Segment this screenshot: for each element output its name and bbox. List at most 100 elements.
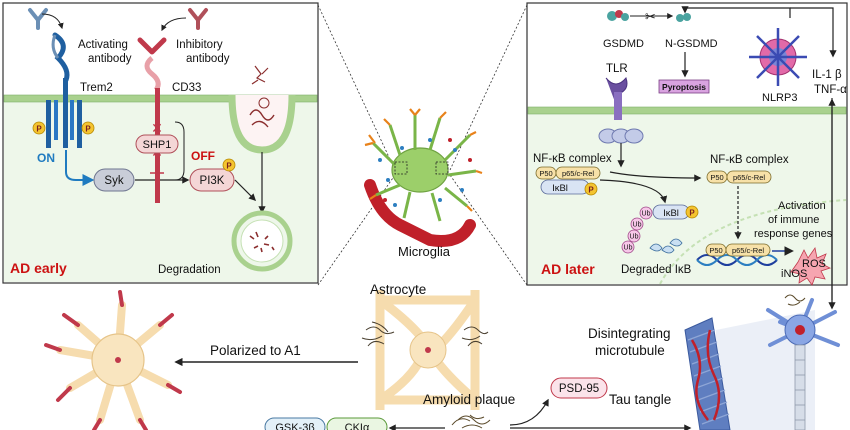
neuron-illustration [766, 294, 840, 430]
il1b-label: IL-1 β [812, 69, 842, 81]
svg-text:IκBl: IκBl [552, 183, 568, 194]
antibody-binding-arrow [41, 13, 64, 30]
pi3k-node: PI3K [189, 168, 235, 192]
nlrp3-inflammasome-icon [749, 28, 807, 86]
polarized-label: Polarized to A1 [210, 343, 301, 358]
svg-text:Ub: Ub [633, 222, 642, 229]
svg-text:CKIα: CKIα [345, 422, 370, 430]
pyroptosis-box: Pyroptosis [658, 79, 710, 94]
gsdmd-label: GSDMD [603, 38, 644, 50]
psd95-box: PSD-95 [550, 377, 608, 399]
activation-label-2: of immune [768, 214, 819, 226]
nfkb-release-arrow [609, 171, 702, 182]
adaptor-complex-icon [598, 128, 644, 144]
ad-later-panel [526, 2, 848, 286]
inos-label: iNOS [781, 268, 807, 280]
svg-text:P: P [226, 162, 232, 171]
phospho-badge-icon: P [32, 121, 46, 135]
svg-text:SHP1: SHP1 [143, 139, 172, 151]
cell-interior [528, 112, 846, 284]
off-label: OFF [191, 149, 215, 163]
amyloid-plaque-icon [451, 414, 491, 429]
trem2-receptor-icon [46, 32, 82, 148]
off-bracket [174, 121, 185, 181]
svg-text:P50: P50 [709, 246, 722, 255]
microtubule-icon [684, 317, 731, 430]
microglia-illustration [364, 108, 483, 247]
plaque-to-psd95-arrow [509, 398, 549, 426]
svg-text:P: P [85, 125, 91, 134]
ros-label: ROS [802, 258, 826, 270]
shp1-node: SHP1 [135, 134, 179, 154]
astrocyte-illustration [361, 290, 489, 410]
svg-text:Ub: Ub [630, 234, 639, 241]
inhibit-mark-icon: ✕ [151, 120, 163, 136]
nlrp3-to-gsdmd-arrow [681, 6, 791, 18]
svg-text:Pyroptosis: Pyroptosis [662, 82, 706, 92]
ikb-degradation-arrow [599, 179, 668, 204]
astrocyte-label: Astrocyte [370, 282, 426, 297]
svg-text:PSD-95: PSD-95 [559, 383, 599, 395]
svg-text:p65/c-Rel: p65/c-Rel [732, 246, 764, 255]
phospho-badge-icon: P [81, 121, 95, 135]
activating-antibody-icon [28, 8, 48, 30]
activation-label-3: response genes [754, 228, 833, 240]
syk-node: Syk [93, 168, 135, 192]
on-label: ON [37, 151, 55, 165]
n-gsdmd-icon [676, 13, 691, 22]
activating-antibody-label: Activating [78, 39, 128, 51]
ad-later-label: AD later [541, 261, 595, 277]
nfkb-complex-label-right: NF-κB complex [710, 154, 789, 166]
nfkb-complex-left: P50 p65/c-Rel IκBl [535, 166, 601, 195]
inhibitory-antibody-icon [188, 8, 208, 30]
ikb-ubiquitinated: IκBl [652, 204, 690, 220]
nlrp3-to-cytokine-arrow [790, 7, 837, 58]
svg-text:IκBl: IκBl [663, 208, 679, 219]
pi3k-to-degradation-arrow [234, 179, 257, 202]
svg-text:P: P [36, 125, 42, 134]
nlrp3-label: NLRP3 [762, 92, 797, 104]
tlr-label: TLR [606, 63, 628, 75]
ros-burst-icon [790, 247, 832, 286]
disintegrating-label-1: Disintegrating [588, 326, 671, 341]
ad-early-label: AD early [10, 260, 67, 276]
microglia-label: Microglia [398, 244, 451, 259]
nfkb-dna-bound: P50 p65/c-Rel [705, 243, 771, 257]
svg-text:P50: P50 [539, 169, 552, 178]
svg-text:PI3K: PI3K [200, 175, 225, 187]
ckia-box: CKIα [326, 417, 388, 430]
degraded-ikb-icon [649, 238, 683, 254]
disintegrating-label-2: microtubule [595, 343, 665, 358]
phospho-badge-icon: P [685, 205, 699, 219]
svg-text:P: P [689, 209, 695, 218]
activating-antibody-label-2: antibody [88, 53, 132, 65]
phagocytosis-pocket-icon [228, 65, 296, 154]
svg-text:p65/c-Rel: p65/c-Rel [733, 173, 765, 182]
svg-text:Ub: Ub [624, 245, 633, 252]
ubiquitin-chain-icon: Ub Ub Ub Ub [621, 206, 653, 254]
tau-tangle-label: Tau tangle [609, 392, 671, 407]
activation-label-1: Activation [778, 200, 826, 212]
svg-text:Ub: Ub [642, 211, 651, 218]
nucleus-boundary [659, 199, 847, 285]
svg-text:P: P [588, 186, 594, 195]
svg-text:GSK-3β: GSK-3β [275, 422, 314, 430]
trem2-label: Trem2 [80, 82, 113, 94]
degradation-vesicle-icon [231, 210, 293, 272]
nfkb-complex-right: P50 p65/c-Rel [706, 170, 772, 184]
n-gsdmd-label: N-GSDMD [665, 38, 718, 50]
svg-text:p65/c-Rel: p65/c-Rel [562, 169, 594, 178]
svg-text:Syk: Syk [104, 175, 123, 187]
cell-membrane [3, 94, 318, 103]
gsk3b-box: GSK-3β [264, 417, 326, 430]
phospho-badge-icon: P [584, 182, 598, 196]
amyloid-plaque-label: Amyloid plaque [423, 392, 515, 407]
gsdmd-icon [607, 10, 629, 21]
phospho-badge-icon: P [222, 158, 236, 172]
cd33-label: CD33 [172, 82, 201, 94]
degradation-label: Degradation [158, 264, 221, 276]
zoom-connector-lines [317, 4, 528, 286]
inhibitory-binding-arrow [161, 17, 187, 32]
trem2-to-syk-arrow [65, 150, 95, 186]
